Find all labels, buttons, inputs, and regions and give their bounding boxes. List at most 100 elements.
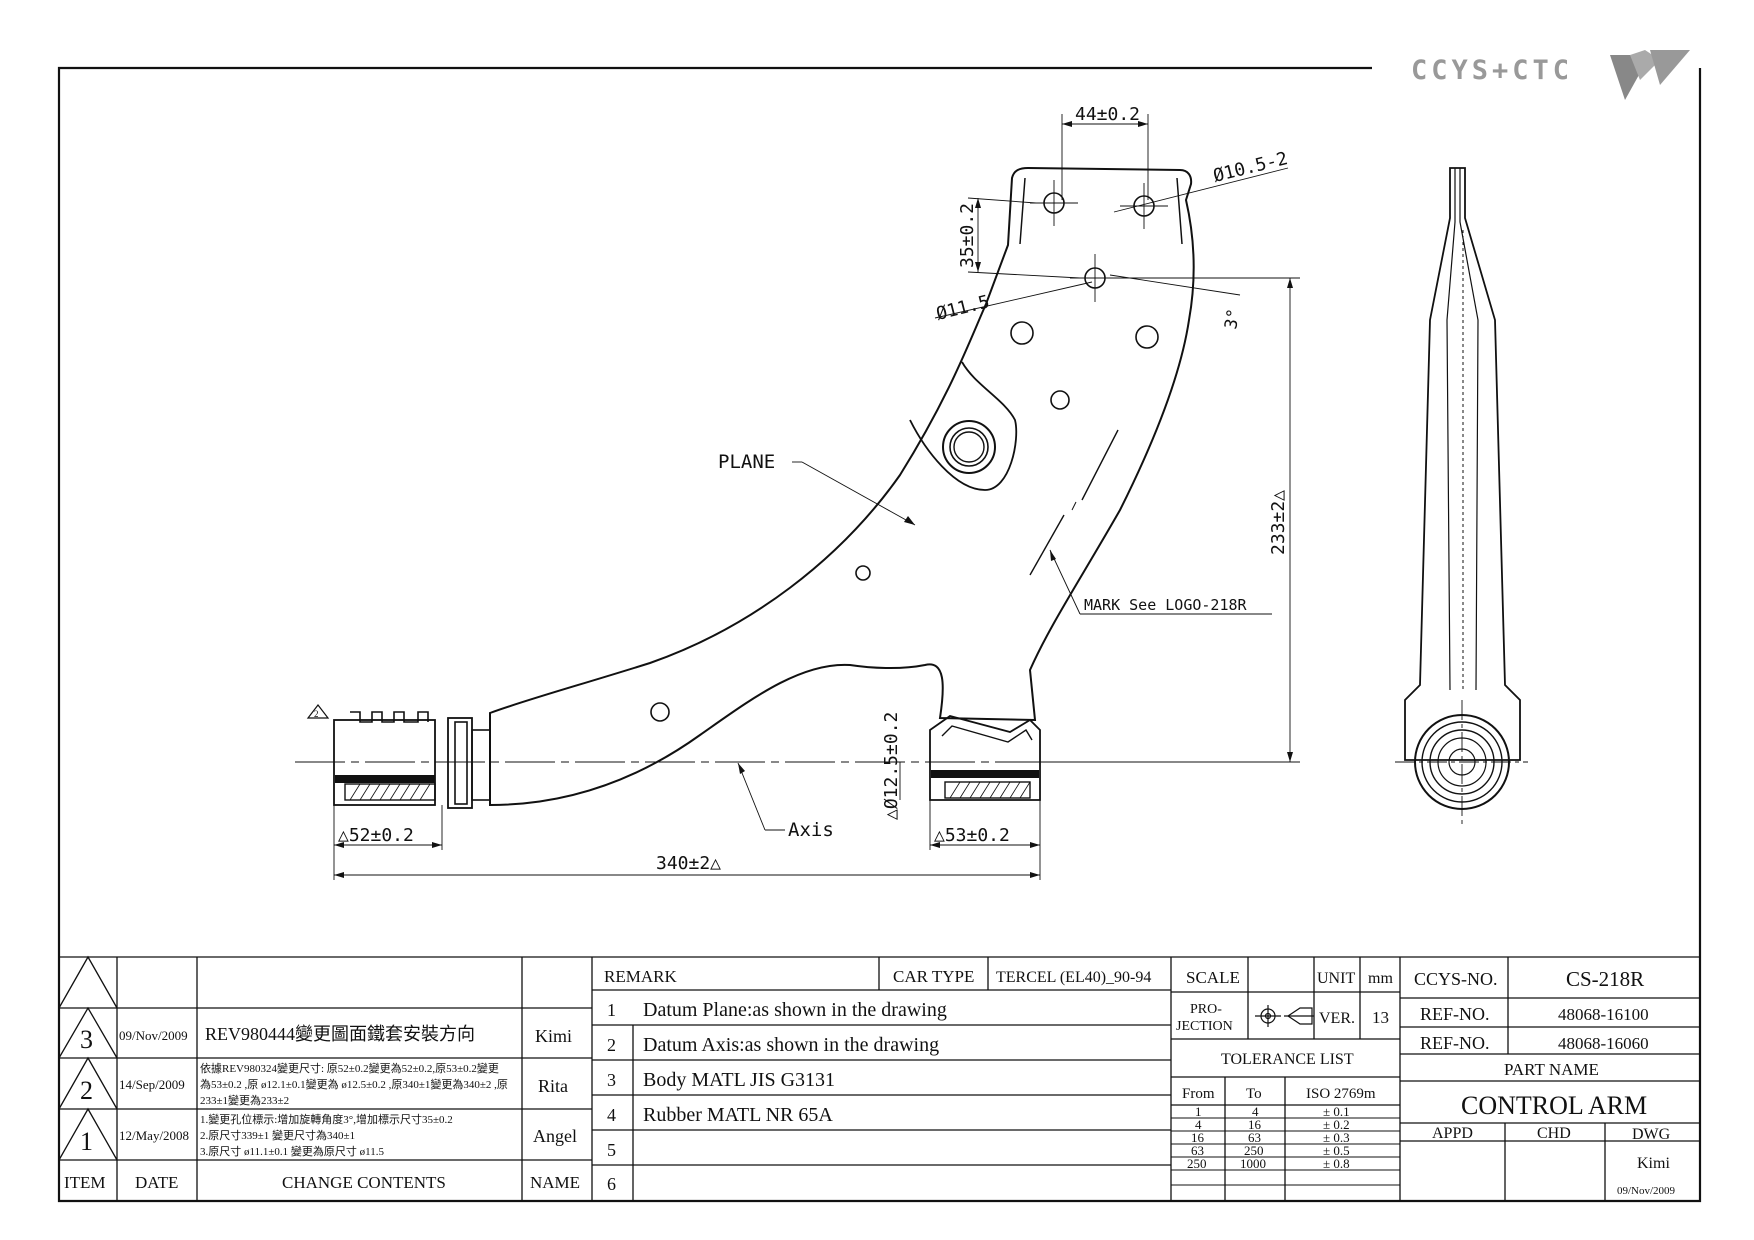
unit-label: UNIT [1317,970,1355,987]
car-type-value: TERCEL (EL40)_90-94 [996,969,1151,986]
label-axis: Axis [788,819,834,841]
rev-header-name: NAME [530,1173,580,1192]
ccys-no-value: CS-218R [1566,967,1644,991]
part-name-value: CONTROL ARM [1461,1091,1647,1120]
revision-marker-number: 2 [314,709,319,719]
tol-row-2-to: 16 [1248,1117,1262,1132]
rev-row-2-content-line-1: 依據REV980324變更尺寸: 原52±0.2變更為52±0.2,原53±0.… [200,1061,499,1075]
ref-no-1-label: REF-NO. [1420,1004,1490,1024]
title-block-grid [58,955,1700,1201]
rev-row-1-content-line-3: 3.原尺寸 ø11.1±0.1 變更為原尺寸 ø11.5 [200,1144,384,1158]
dim-340: 340±2△ [656,853,721,874]
remark-1-num: 1 [607,1000,616,1020]
tolerance-header-iso: ISO 2769m [1306,1086,1376,1102]
dim-35: 35±0.2 [957,203,978,268]
tol-row-4-to: 250 [1244,1143,1264,1158]
car-type-label: CAR TYPE [893,967,974,986]
control-arm-end-view [1395,167,1528,825]
remark-4-text: Rubber MATL NR 65A [643,1104,833,1126]
label-plane: PLANE [718,451,775,473]
projection-label-line-1: PRO- [1190,1002,1222,1017]
rev-row-2-content-line-3: 233±1變更為233±2 [200,1093,289,1107]
rev-row-2-date: 14/Sep/2009 [119,1077,185,1092]
right-bushing [929,715,1041,801]
dwg-date: 09/Nov/2009 [1617,1185,1676,1197]
ref-no-1-value: 48068-16100 [1558,1005,1649,1024]
remark-5-num: 5 [607,1140,616,1160]
logo-text: CCYS+CTC [1411,55,1573,86]
rev-row-2-item: 2 [80,1076,93,1105]
revision-marker-triangle: 2 [306,704,330,719]
dwg-drawer-name: Kimi [1637,1155,1670,1172]
projection-label-line-2: JECTION [1176,1019,1233,1034]
remark-table: REMARK CAR TYPE TERCEL (EL40)_90-94 1 Da… [604,967,1151,1194]
dim-44: 44±0.2 [1075,104,1140,125]
tol-row-1-to: 4 [1252,1104,1259,1119]
tol-row-4-tol: ± 0.5 [1323,1143,1350,1158]
remark-6-num: 6 [607,1174,616,1194]
tol-row-2-from: 4 [1195,1117,1202,1132]
dwg-label: DWG [1632,1126,1671,1143]
rev-row-3-item: 3 [80,1025,93,1054]
third-angle-projection-icon [1255,1005,1314,1027]
dim-hole-11-5: Ø11.5 [934,291,992,324]
label-mark: MARK See LOGO-218R [1084,596,1248,614]
ref-no-2-value: 48068-16060 [1558,1034,1649,1053]
rev-row-3-date: 09/Nov/2009 [119,1028,188,1043]
tolerance-header-to: To [1246,1086,1262,1102]
scale-label: SCALE [1186,968,1240,987]
ccys-no-label: CCYS-NO. [1414,969,1498,989]
rev-row-1-content-line-1: 1.變更孔位標示:增加旋轉角度3°,增加標示尺寸35±0.2 [200,1112,453,1126]
version-value: 13 [1372,1008,1389,1027]
part-name-label: PART NAME [1504,1060,1599,1079]
remark-4-num: 4 [607,1105,616,1125]
remark-1-text: Datum Plane:as shown in the drawing [643,999,947,1021]
rev-header-contents: CHANGE CONTENTS [282,1173,446,1192]
ref-no-2-label: REF-NO. [1420,1033,1490,1053]
unit-value: mm [1368,970,1393,987]
dim-53: △53±0.2 [934,825,1010,846]
remark-3-text: Body MATL JIS G3131 [643,1069,835,1091]
remark-header: REMARK [604,967,677,986]
dim-3-degrees: 3° [1221,307,1244,331]
tol-row-5-from: 250 [1187,1156,1207,1171]
tol-row-5-to: 1000 [1240,1156,1266,1171]
tol-row-5-tol: ± 0.8 [1323,1156,1350,1171]
rev-header-item: ITEM [64,1173,106,1192]
dimension-lines [333,114,1300,880]
tol-row-3-from: 16 [1191,1130,1205,1145]
tol-row-1-tol: ± 0.1 [1323,1104,1350,1119]
rev-row-1-content-line-2: 2.原尺寸339±1 變更尺寸為340±1 [200,1128,355,1142]
rev-row-3-content: REV980444變更圖面鐵套安裝方向 [205,1024,475,1044]
dim-bore-12-5: △Ø12.5±0.2 [881,712,902,820]
revision-table: 3 09/Nov/2009 REV980444變更圖面鐵套安裝方向 Kimi 2… [64,1024,580,1192]
tol-row-1-from: 1 [1195,1104,1202,1119]
dimension-arrowheads [334,121,1293,878]
dim-233: 233±2△ [1268,490,1289,555]
tol-row-3-tol: ± 0.3 [1323,1130,1350,1145]
rev-row-1-date: 12/May/2008 [119,1128,189,1143]
rev-row-2-content-line-2: 為53±0.2 ,原 ø12.1±0.1變更為 ø12.5±0.2 ,原340±… [200,1077,508,1091]
tol-row-2-tol: ± 0.2 [1323,1117,1350,1132]
version-label: VER. [1319,1010,1355,1027]
remark-3-num: 3 [607,1070,616,1090]
rev-row-1-item: 1 [80,1127,93,1156]
left-bushing [333,711,491,809]
rev-header-date: DATE [135,1173,178,1192]
tol-row-4-from: 63 [1191,1143,1204,1158]
dim-hole-10-5: Ø10.5-2 [1211,148,1290,187]
company-logo: CCYS+CTC [1411,50,1690,100]
rev-row-3-name: Kimi [535,1026,572,1046]
sheet-border [57,66,1702,1203]
rev-row-2-name: Rita [538,1076,568,1096]
tolerance-header-from: From [1182,1086,1215,1102]
logo-emblem-icon [1610,50,1690,100]
dim-52: △52±0.2 [338,825,414,846]
title-block: CCYS-NO. CS-218R REF-NO. 48068-16100 REF… [1414,967,1676,1197]
remark-2-num: 2 [607,1035,616,1055]
remark-2-text: Datum Axis:as shown in the drawing [643,1034,939,1056]
control-arm-side-view: 44±0.2 Ø10.5-2 35±0.2 Ø11.5 3° 233±2△ △Ø… [295,104,1300,880]
tol-row-3-to: 63 [1248,1130,1261,1145]
chd-label: CHD [1537,1125,1571,1142]
